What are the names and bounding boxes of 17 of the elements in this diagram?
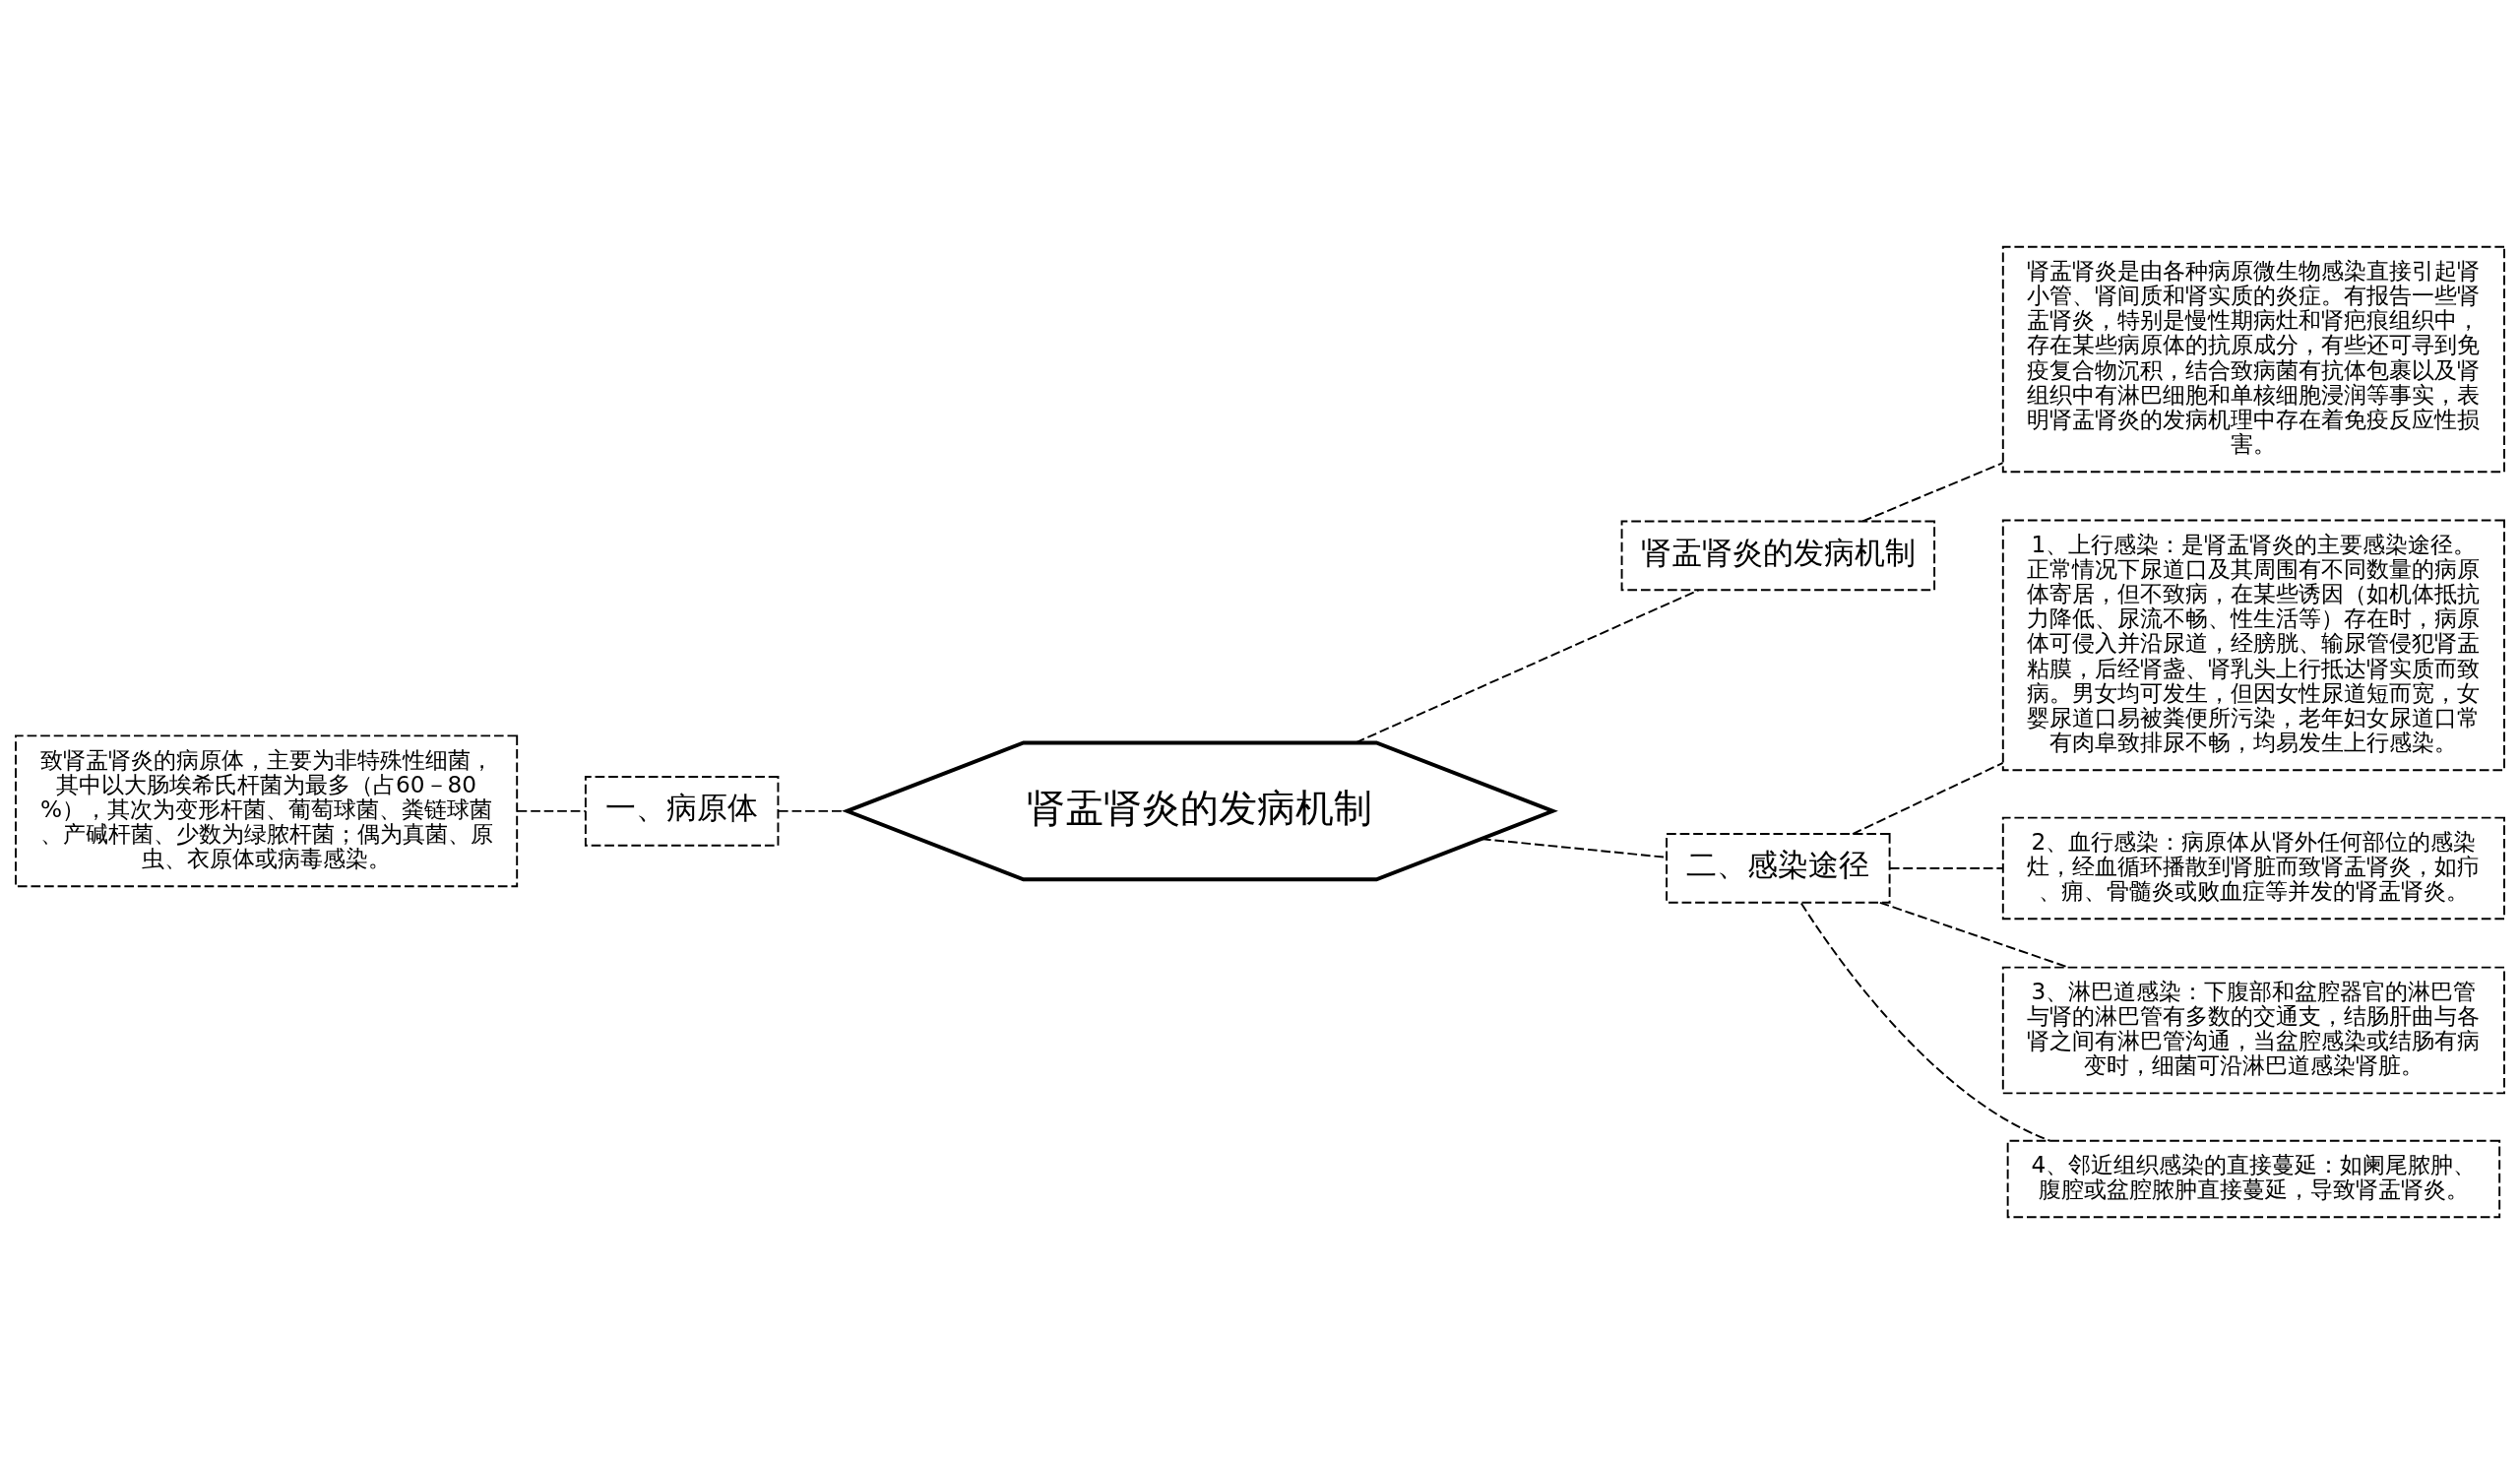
node-box: 一、病原体 [584,775,780,847]
connector [1878,901,2069,968]
node-box: 二、感染途径 [1666,832,1891,904]
connector [516,809,587,812]
connector [1799,902,2051,1142]
node-box: 2、血行感染：病原体从肾外任何部位的感染灶，经血循环播散到肾脏而致肾盂肾炎，如疖、痈、骨髓炎或败血症等并发的肾盂肾炎。 [2001,816,2505,920]
connector [1889,866,2004,869]
node-box: 肾盂肾炎的发病机制 [1620,520,1936,591]
node-box: 1、上行感染：是肾盂肾炎的主要感染途径。正常情况下尿道口及其周围有不同数量的病原体寄居，但不致病，在某些诱因（如机体抵抗力降低、尿流不畅、性生活等）存在时，病原体可侵入并沿尿道，经膀胱、输尿管侵犯肾盂粘膜，后经肾盏、肾乳头上行抵达肾实质而致病。男女均可发生，但因女性尿道短而宽，女婴尿道口易被粪便所污染，老年妇女尿道口常有肉阜致排尿不畅，均易发生上行感染。 [2001,519,2505,771]
connector [1852,761,2004,835]
node-box: 4、邻近组织感染的直接蔓延：如阑尾脓肿、腹腔或盆腔脓肿直接蔓延，导致肾盂肾炎。 [2006,1139,2501,1218]
node-box: 肾盂肾炎是由各种病原微生物感染直接引起肾小管、肾间质和肾实质的炎症。有报告一些肾盂肾炎，特别是慢性期病灶和肾疤痕组织中，存在某些病原体的抗原成分，有些还可寻到免疫复合物沉积，结合致病菌有抗体包裹以及肾组织中有淋巴细胞和单核细胞浸润等事实，表明肾盂肾炎的发病机理中存在着免疫反应性损害。 [2001,245,2505,473]
connector [1354,589,1700,743]
node-box: 3、淋巴道感染：下腹部和盆腔器官的淋巴管与肾的淋巴管有多数的交通支，结肠肝曲与各肾之间有淋巴管沟通，当盆腔感染或结肠有病变时，细菌可沿淋巴道感染肾脏。 [2001,966,2505,1094]
connector [1861,461,2004,522]
connector [778,809,848,812]
node-box: 致肾盂肾炎的病原体，主要为非特殊性细菌，其中以大肠埃希氏杆菌为最多（占60－80%），其次为变形杆菌、葡萄球菌、粪链球菌、产碱杆菌、少数为绿脓杆菌；偶为真菌、原虫、衣原体或病毒感染。 [15,733,519,887]
